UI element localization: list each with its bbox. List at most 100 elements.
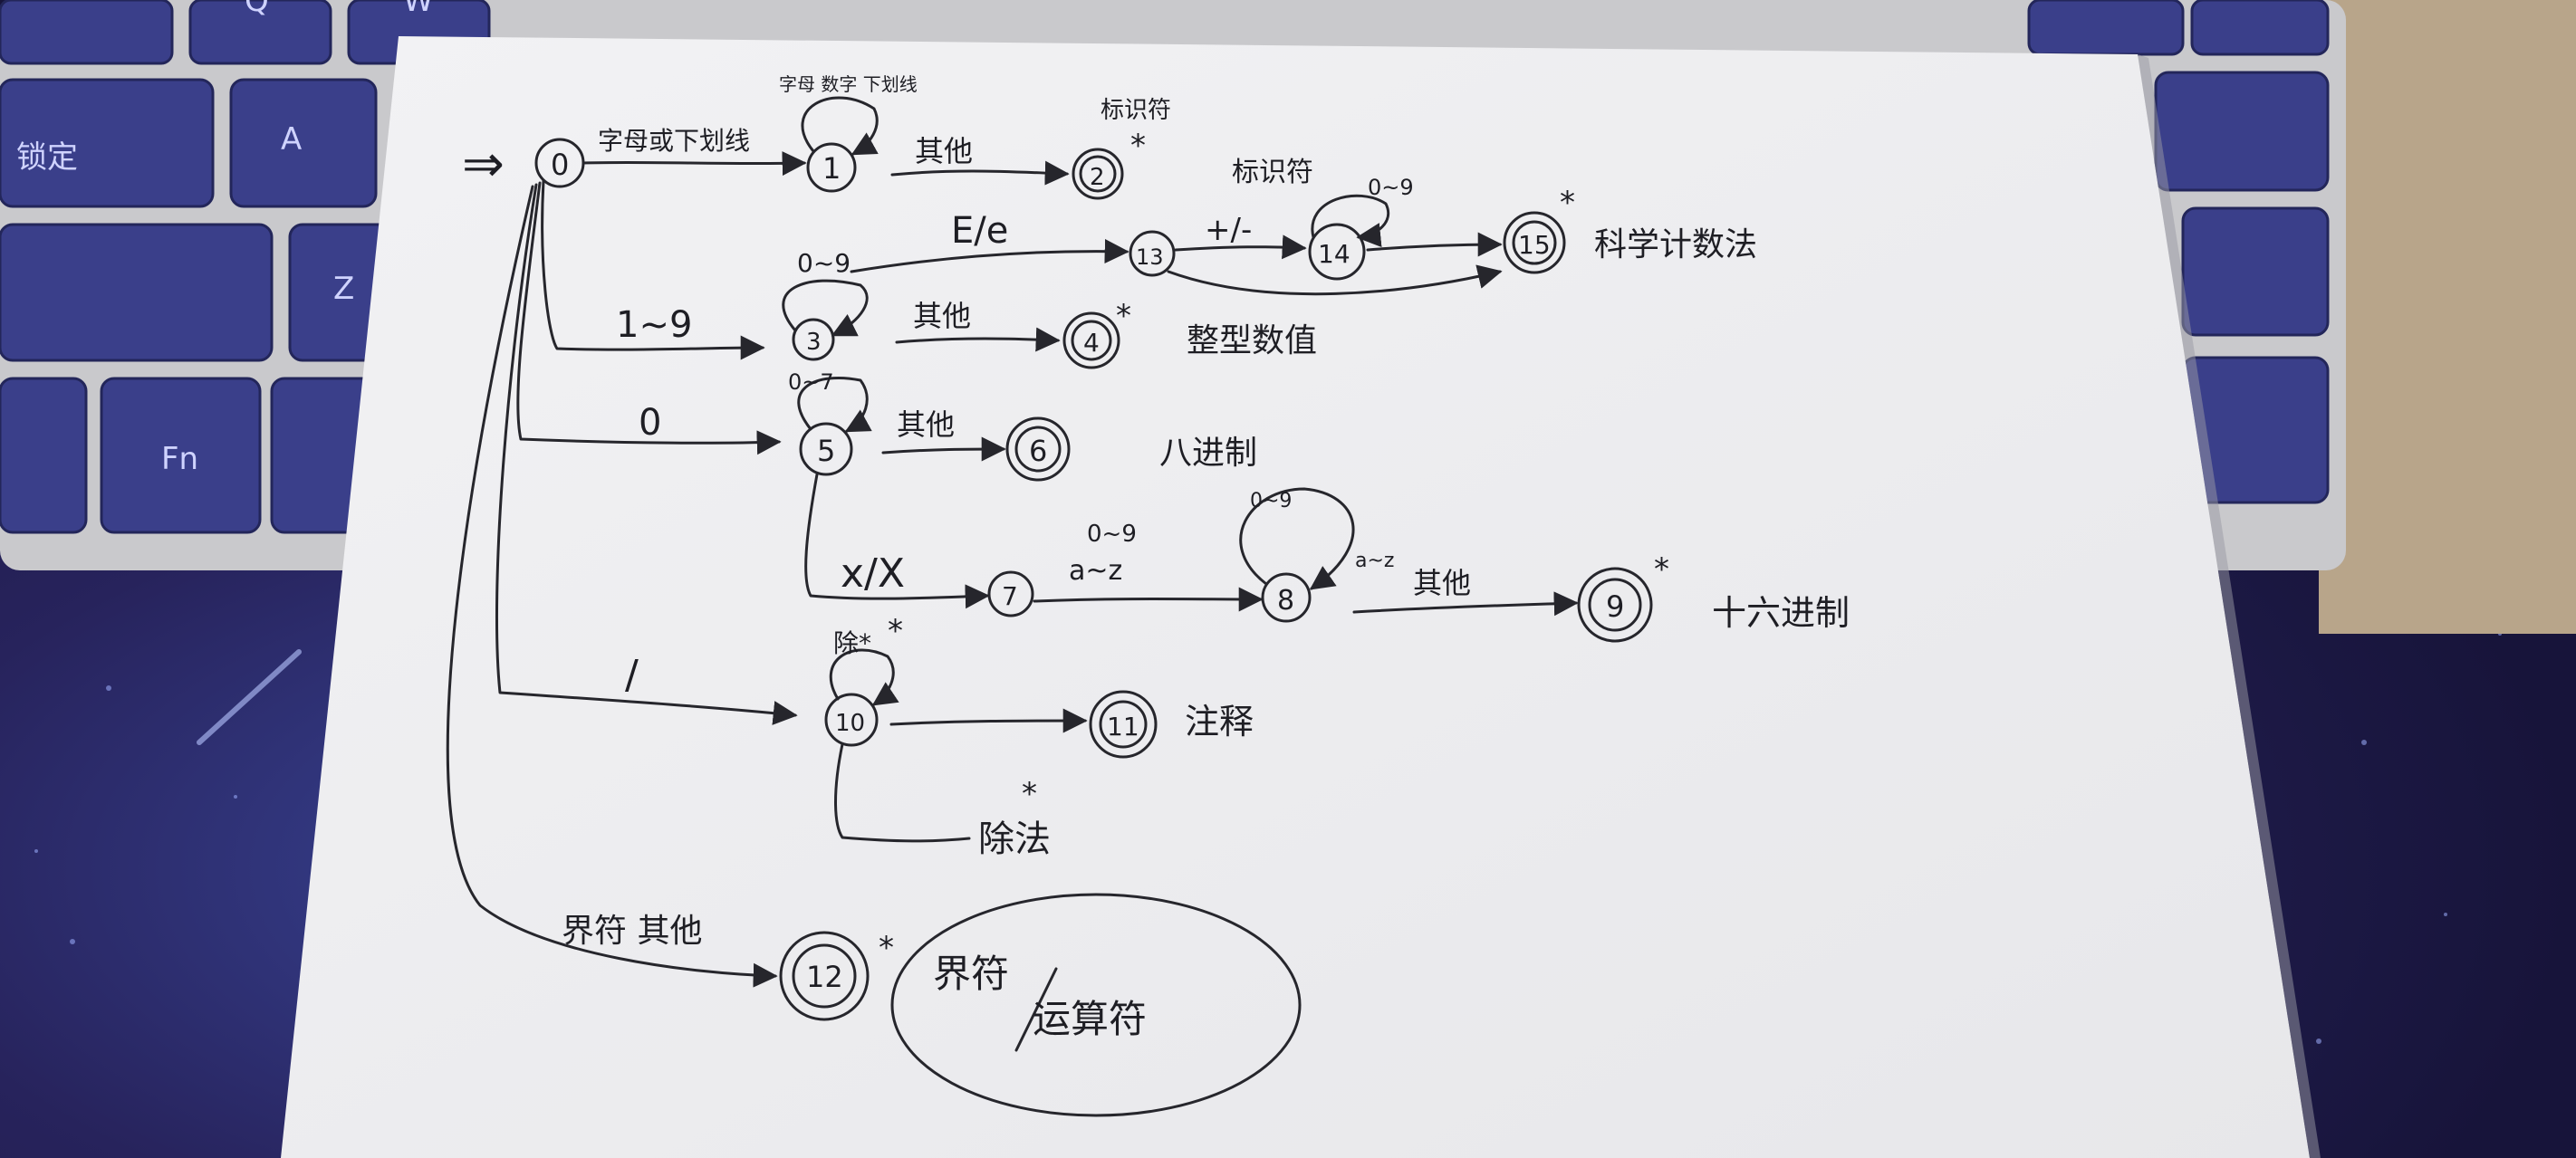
keyboard-keys — [0, 0, 2330, 534]
key-fn-label: Fn — [161, 441, 198, 477]
state-10: 10 — [824, 693, 879, 747]
state-6-accept: 6 — [1005, 416, 1071, 482]
edge-label-3-13: E/e — [951, 210, 1008, 252]
state-9-accept: 9 — [1577, 567, 1653, 643]
label-operator: 运算符 — [1033, 997, 1147, 1041]
label-scientific: 科学计数法 — [1594, 226, 1757, 263]
edge-10-division — [834, 742, 971, 843]
state-4-accept: 4 — [1062, 311, 1120, 369]
state-12-accept: 12 — [779, 931, 870, 1021]
edge-3-13 — [850, 238, 1129, 273]
label-identifier-top: 标识符 — [1101, 97, 1171, 124]
edge-label-5-6: 其他 — [897, 407, 955, 442]
svg-text:*: * — [888, 613, 903, 649]
loop-label-5: 0~7 — [788, 369, 834, 395]
edge-13-15 — [1167, 264, 1503, 296]
key-a-label: A — [281, 121, 302, 158]
key-caps-label: 锁定 — [16, 139, 78, 176]
state-diagram: ⇒ 0 1 2 13 14 15 3 4 5 6 7 8 9 10 11 12 … — [446, 73, 1850, 1117]
state-15-accept: 15 — [1503, 211, 1566, 274]
state-14: 14 — [1308, 223, 1366, 281]
paper-shadow — [2138, 54, 2321, 1158]
label-division: 除法 — [978, 818, 1051, 860]
edge-0-12 — [446, 185, 778, 988]
svg-text:15: 15 — [1518, 230, 1551, 260]
svg-text:*: * — [1130, 128, 1146, 164]
edge-label-5-7: x/X — [841, 550, 905, 597]
svg-text:0: 0 — [551, 148, 569, 182]
loop-1 — [801, 96, 879, 156]
edge-10-11 — [889, 708, 1088, 733]
svg-text:*: * — [1654, 551, 1669, 588]
svg-text:6: 6 — [1029, 434, 1047, 468]
loop-14 — [1311, 194, 1390, 247]
label-comment: 注释 — [1185, 702, 1254, 742]
edge-5-7 — [804, 473, 990, 609]
mousepad-stars — [34, 632, 2502, 1070]
paper-sheet — [281, 36, 2310, 1158]
label-delimiter: 界符 — [933, 952, 1009, 996]
loop-label-10: 除* — [833, 628, 871, 658]
key-q-label: Q — [245, 0, 269, 19]
label-octal: 八进制 — [1159, 435, 1257, 472]
loop-3 — [782, 279, 869, 337]
loop-label-1: 字母 数字 下划线 — [779, 73, 918, 95]
accept-stars: * * * * * * * — [879, 128, 1669, 966]
delimiter-operator-ellipse — [890, 893, 1302, 1117]
state-2-accept: 2 — [1072, 148, 1124, 200]
edge-label-1-2: 其他 — [915, 134, 973, 168]
edge-13-14 — [1174, 234, 1307, 260]
svg-text:10: 10 — [835, 710, 865, 737]
edge-0-3 — [541, 179, 765, 360]
edge-7-8 — [1033, 587, 1264, 612]
edge-label-8-9: 其他 — [1413, 566, 1471, 600]
svg-text:*: * — [1022, 776, 1037, 812]
desk-surface — [2319, 0, 2576, 634]
loop-5 — [797, 376, 872, 433]
loop-label-14: 0~9 — [1368, 175, 1414, 200]
label-identifier: 标识符 — [1232, 157, 1313, 188]
edge-1-2 — [890, 160, 1070, 186]
start-marker: ⇒ — [462, 135, 505, 194]
edge-0-10 — [495, 183, 798, 725]
state-11-accept: 11 — [1089, 690, 1158, 759]
svg-text:11: 11 — [1107, 712, 1139, 742]
edge-label-7-8-a: 0~9 — [1087, 521, 1137, 548]
edge-label-3-4: 其他 — [913, 299, 971, 333]
mousepad-comet — [197, 649, 302, 745]
state-5: 5 — [799, 422, 853, 476]
loop-label-8-a: 0~9 — [1250, 490, 1292, 512]
loop-label-3: 0~9 — [797, 248, 851, 278]
svg-text:1: 1 — [822, 151, 841, 186]
edge-label-0-5: 0 — [639, 402, 661, 444]
svg-text:9: 9 — [1606, 589, 1624, 624]
edge-3-4 — [895, 327, 1061, 352]
edge-5-6 — [881, 436, 1006, 462]
svg-text:5: 5 — [817, 434, 835, 468]
svg-text:2: 2 — [1090, 164, 1105, 191]
delimiter-operator-slash — [1014, 967, 1058, 1052]
edge-label-0-1: 字母或下划线 — [598, 126, 750, 156]
svg-text:*: * — [1560, 185, 1575, 221]
svg-text:7: 7 — [1002, 581, 1018, 611]
edge-0-1 — [582, 151, 807, 177]
svg-text:*: * — [1116, 298, 1131, 334]
state-13: 13 — [1129, 230, 1176, 277]
svg-text:8: 8 — [1277, 585, 1294, 617]
edge-label-13-14: +/- — [1205, 212, 1252, 248]
edge-8-9 — [1352, 591, 1579, 617]
key-z-label: Z — [333, 271, 354, 307]
svg-text:13: 13 — [1136, 244, 1164, 270]
svg-text:*: * — [879, 930, 894, 966]
edge-label-7-8-b: a~z — [1069, 555, 1122, 587]
loop-8 — [1239, 487, 1355, 590]
edge-label-0-3: 1~9 — [616, 304, 692, 346]
loop-10 — [829, 648, 899, 706]
label-hex: 十六进制 — [1712, 593, 1850, 633]
loop-label-8-b: a~z — [1355, 550, 1394, 572]
key-w-label: W — [403, 0, 434, 19]
state-3: 3 — [792, 318, 835, 361]
edge-label-0-12: 界符 其他 — [562, 913, 702, 950]
state-1: 1 — [806, 142, 857, 193]
